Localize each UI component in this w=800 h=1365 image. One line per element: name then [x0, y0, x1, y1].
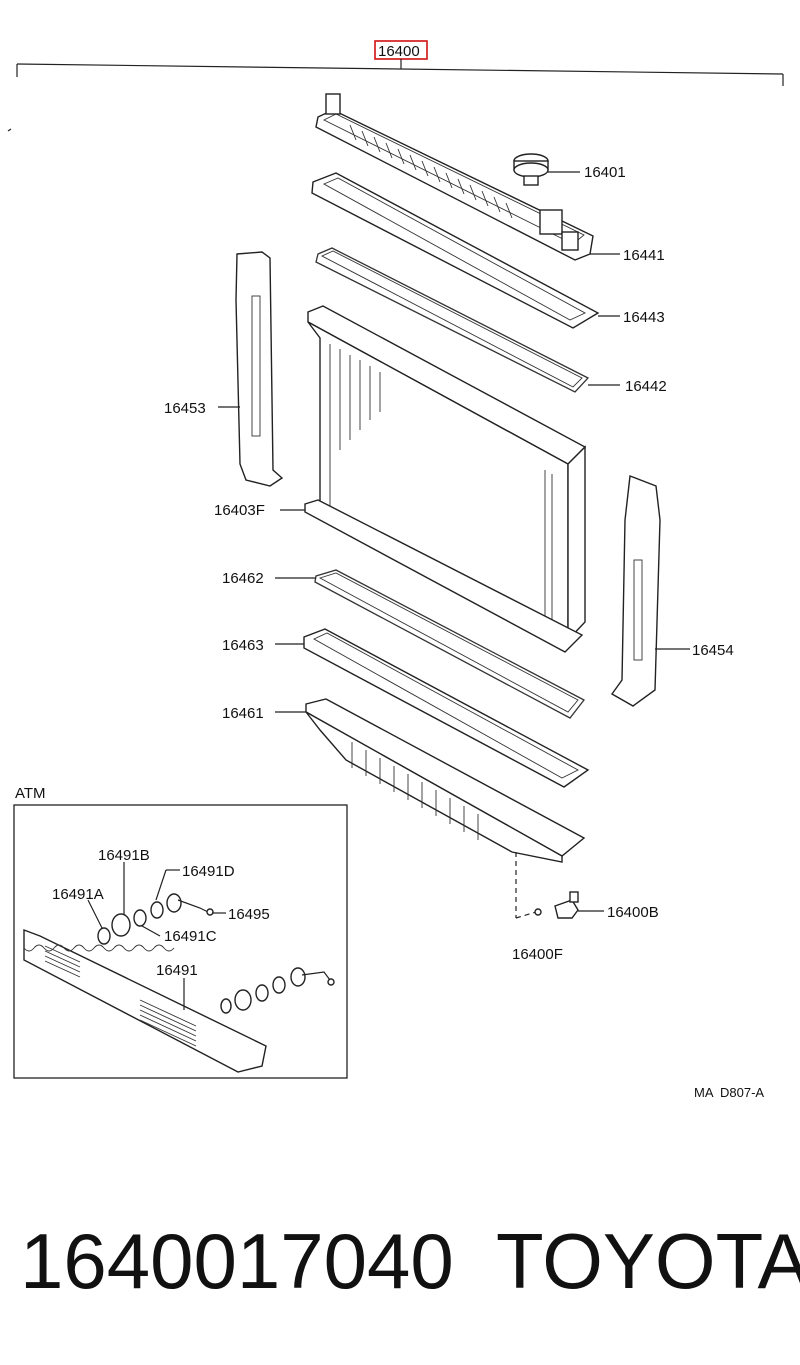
lower-tank [275, 698, 586, 919]
label-16454: 16454 [692, 642, 734, 659]
label-16461: 16461 [222, 705, 264, 722]
atm-inset: ATM [13, 785, 348, 1079]
upper-tank [315, 93, 594, 261]
upper-tank-gasket-frame [311, 172, 620, 329]
brand-name: TOYOTA [496, 1217, 800, 1305]
drawing-code: MA D807-A [694, 1085, 764, 1100]
label-16463: 16463 [222, 637, 264, 654]
label-16442: 16442 [625, 378, 667, 395]
radiator-core [280, 305, 587, 653]
label-16403F: 16403F [214, 502, 265, 519]
label-16400F: 16400F [512, 946, 563, 963]
label-16400B: 16400B [607, 904, 659, 921]
lower-gasket [275, 569, 585, 719]
left-support-bracket [218, 251, 284, 487]
upper-gasket [315, 247, 620, 393]
label-16491D: 16491D [182, 863, 235, 880]
right-support-bracket [610, 475, 690, 707]
part-number: 1640017040 [20, 1217, 454, 1305]
lower-tank-gasket-frame [275, 628, 590, 788]
label-16443: 16443 [623, 309, 665, 326]
drain-cock [534, 891, 604, 919]
assembly-bracket: 16400 [7, 40, 784, 132]
label-16462: 16462 [222, 570, 264, 587]
label-16491: 16491 [156, 962, 198, 979]
label-16441: 16441 [623, 247, 665, 264]
radiator-cap [513, 153, 580, 186]
label-16491A: 16491A [52, 886, 104, 903]
label-16495: 16495 [228, 906, 270, 923]
assembly-label: 16400 [378, 43, 420, 60]
radiator-exploded-diagram: 16400 [7, 40, 784, 1100]
atm-title: ATM [15, 785, 46, 802]
label-16401: 16401 [584, 164, 626, 181]
label-16453: 16453 [164, 400, 206, 417]
label-16491C: 16491C [164, 928, 217, 945]
label-16491B: 16491B [98, 847, 150, 864]
